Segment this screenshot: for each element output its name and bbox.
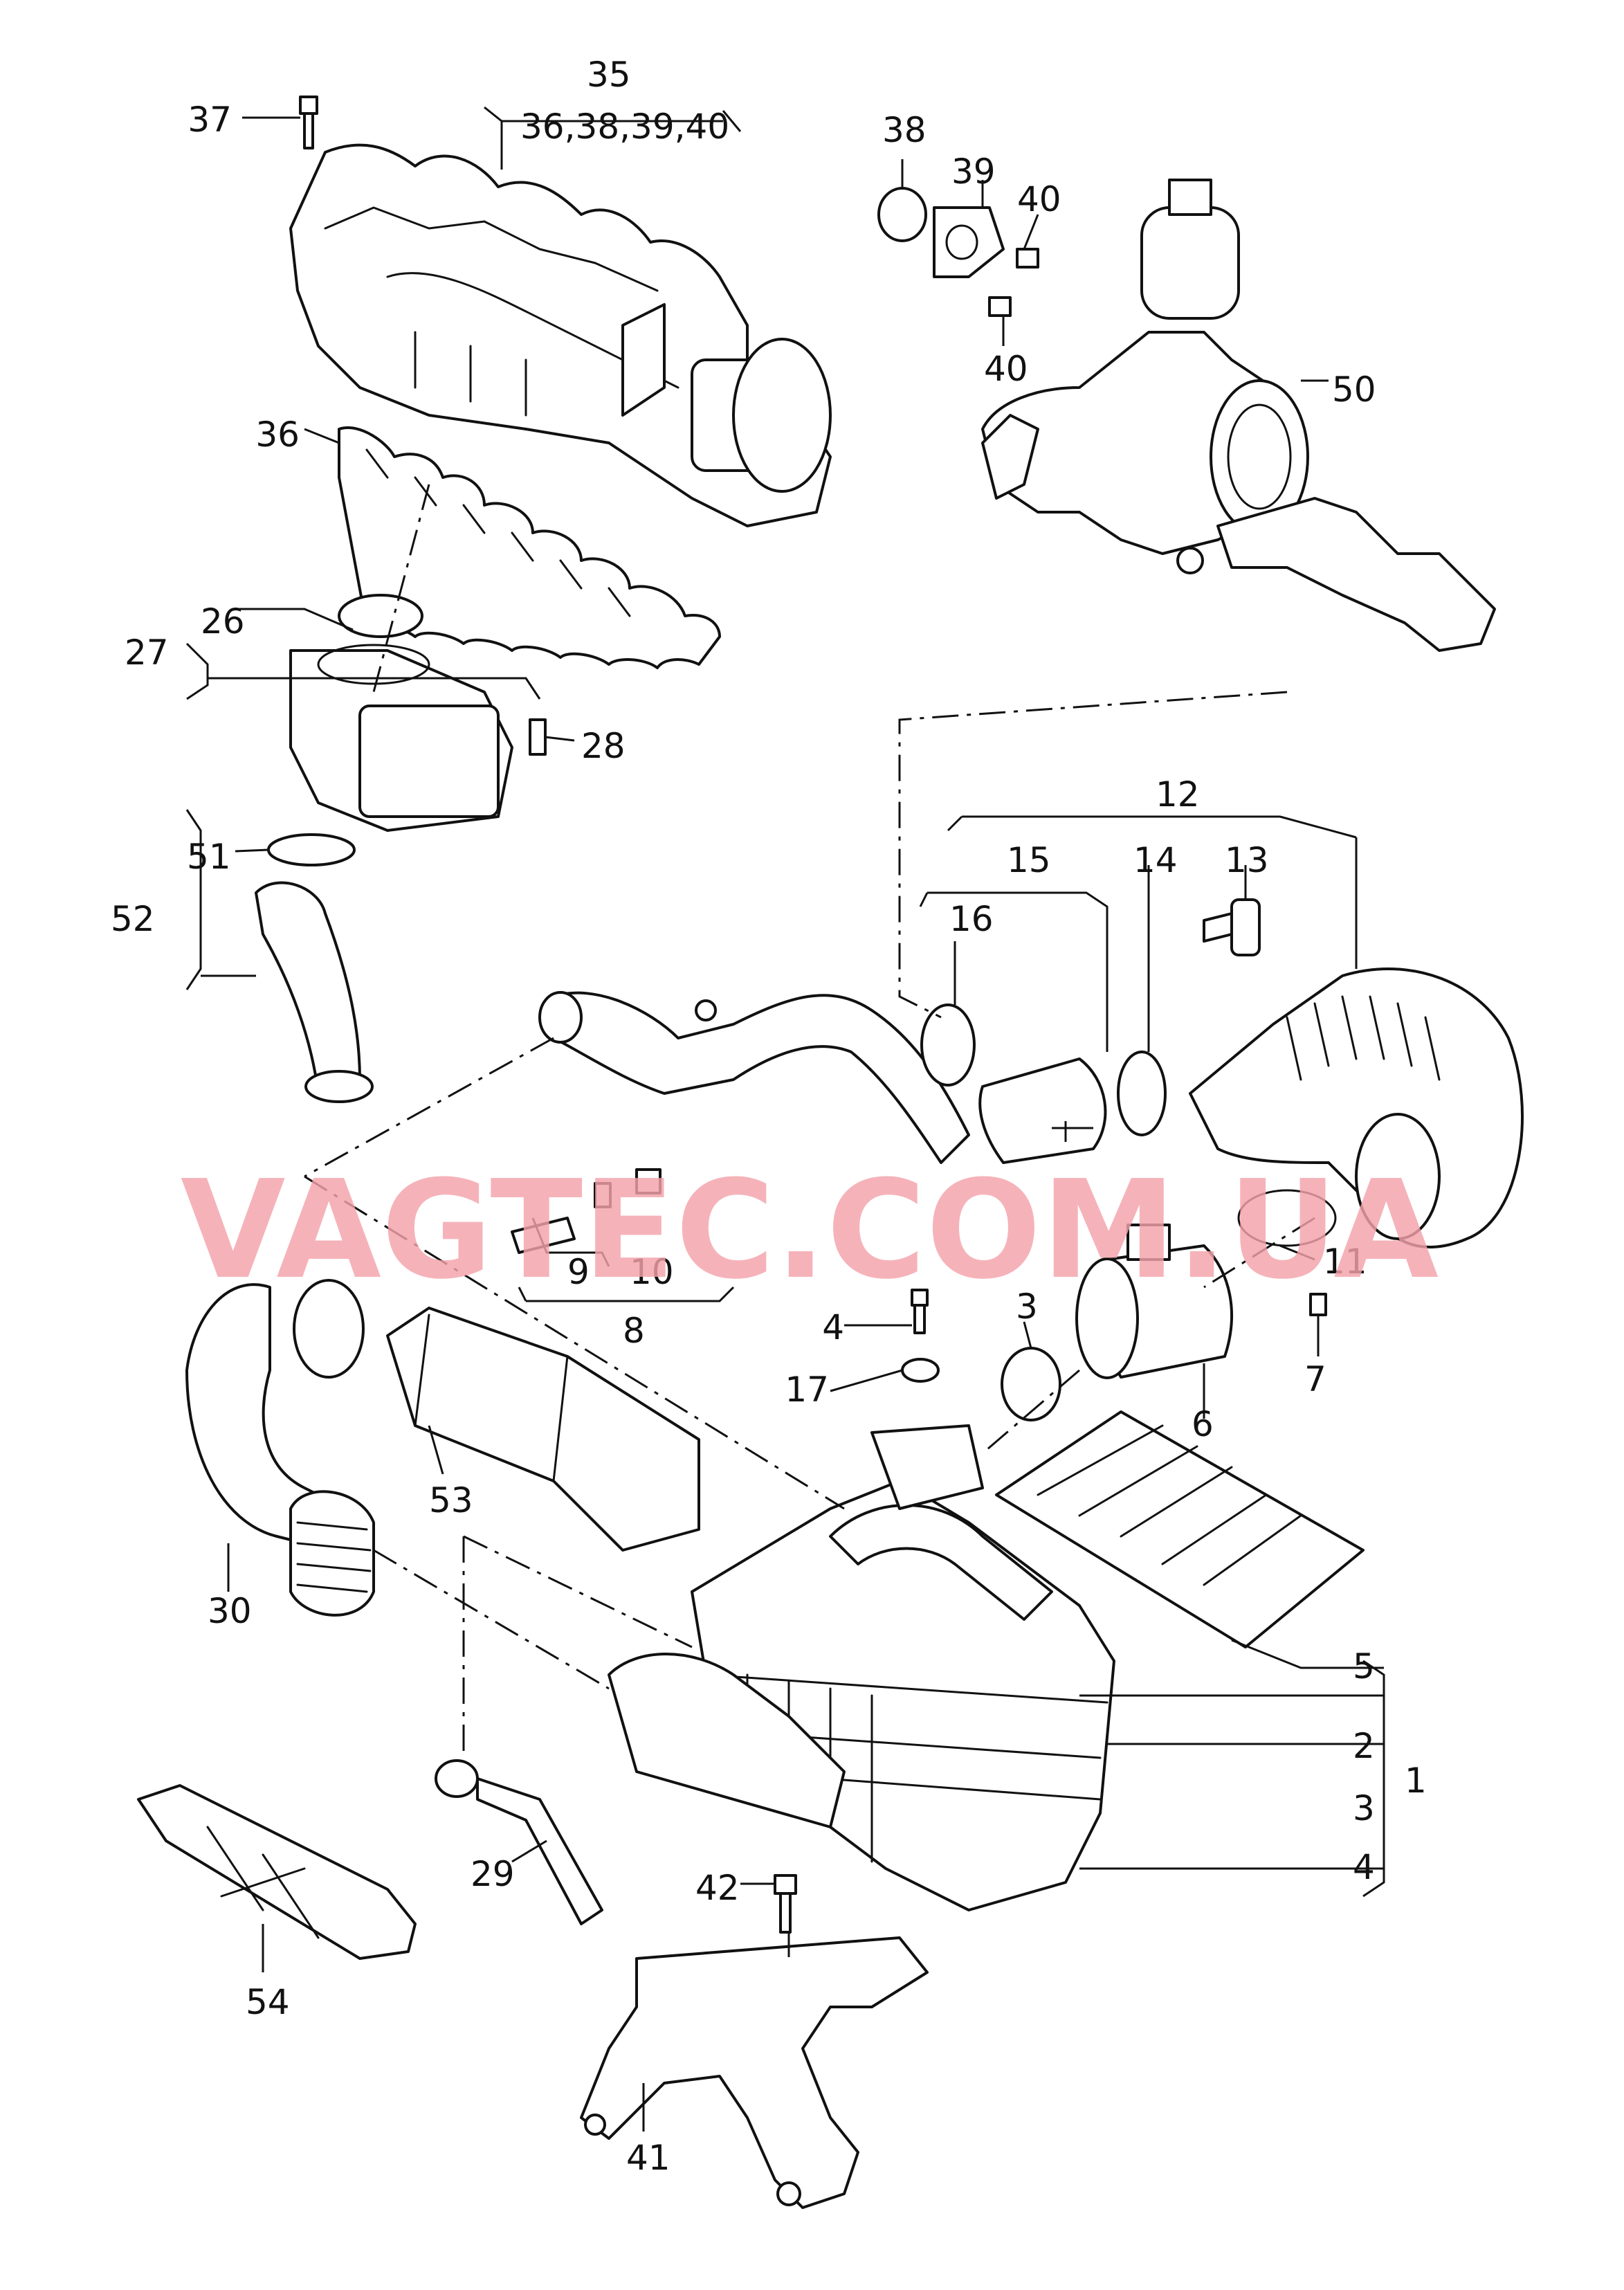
callout-15: 15	[1007, 840, 1051, 880]
watermark: VAGTEC.COM.UA	[181, 1152, 1439, 1309]
callout-27: 27	[125, 633, 169, 673]
callout-13: 13	[1225, 840, 1269, 880]
intake-duct	[386, 1307, 700, 1552]
charge-air-hose	[511, 991, 970, 1254]
callout-28: 28	[581, 726, 626, 766]
callout-53: 53	[429, 1480, 473, 1520]
callout-40-bottom: 40	[984, 349, 1028, 389]
callout-3-sensor: 3	[1016, 1287, 1038, 1327]
callout-8: 8	[623, 1311, 645, 1351]
callout-42: 42	[695, 1868, 740, 1908]
callout-3-housing: 3	[1353, 1788, 1375, 1828]
bracket-54	[137, 1784, 417, 1960]
callout-2: 2	[1353, 1726, 1375, 1766]
callout-16: 16	[949, 899, 994, 939]
callout-12: 12	[1156, 774, 1200, 815]
sensor-fittings	[901, 1289, 1061, 1421]
throttle-flange	[289, 594, 547, 832]
callout-36: 36	[255, 415, 300, 455]
callout-17: 17	[785, 1370, 829, 1410]
leader-lines	[185, 106, 1385, 2132]
callout-38: 38	[882, 110, 927, 150]
intake-tube-assembly	[920, 898, 1524, 1248]
callout-6: 6	[1192, 1404, 1214, 1444]
callout-37: 37	[188, 100, 232, 140]
mass-air-flow-sensor	[1075, 1189, 1337, 1379]
callout-1: 1	[1405, 1761, 1427, 1801]
manifold-gasket	[338, 426, 721, 669]
callouts: 35 36,38,39,40 37 36 38 39 40 40 50 26 2…	[111, 55, 1427, 2178]
bolt-37	[299, 96, 318, 149]
turbocharger	[981, 179, 1496, 652]
air-filter-element	[995, 1410, 1365, 1648]
callout-4-bolt: 4	[822, 1307, 844, 1347]
air-filter-housing	[608, 1424, 1115, 1911]
intake-manifold	[289, 143, 832, 527]
callout-35: 35	[587, 55, 631, 95]
callout-5: 5	[1353, 1646, 1375, 1687]
callout-10: 10	[630, 1252, 674, 1292]
callout-54: 54	[246, 1982, 290, 2022]
bracket-41	[580, 1874, 929, 2209]
lower-intake-hose	[185, 1279, 375, 1617]
assembly-dashed-lines	[304, 484, 1315, 1965]
callout-52: 52	[111, 899, 155, 939]
callout-30: 30	[208, 1591, 252, 1631]
turbo-fittings	[877, 187, 1039, 317]
callout-50: 50	[1332, 370, 1376, 410]
lower-hose	[255, 833, 374, 1103]
callout-9: 9	[567, 1252, 590, 1292]
callout-11: 11	[1323, 1242, 1367, 1282]
callout-40-top: 40	[1017, 179, 1061, 219]
callout-35-subitems: 36,38,39,40	[520, 107, 729, 147]
callout-7: 7	[1304, 1359, 1326, 1399]
callout-14: 14	[1133, 840, 1178, 880]
callout-26: 26	[201, 601, 245, 642]
callout-41: 41	[626, 2138, 670, 2178]
callout-4-housing: 4	[1353, 1847, 1375, 1887]
callout-39: 39	[951, 152, 996, 192]
callout-29: 29	[471, 1854, 515, 1894]
callout-51: 51	[187, 837, 231, 877]
breather-hose	[435, 1759, 603, 1925]
